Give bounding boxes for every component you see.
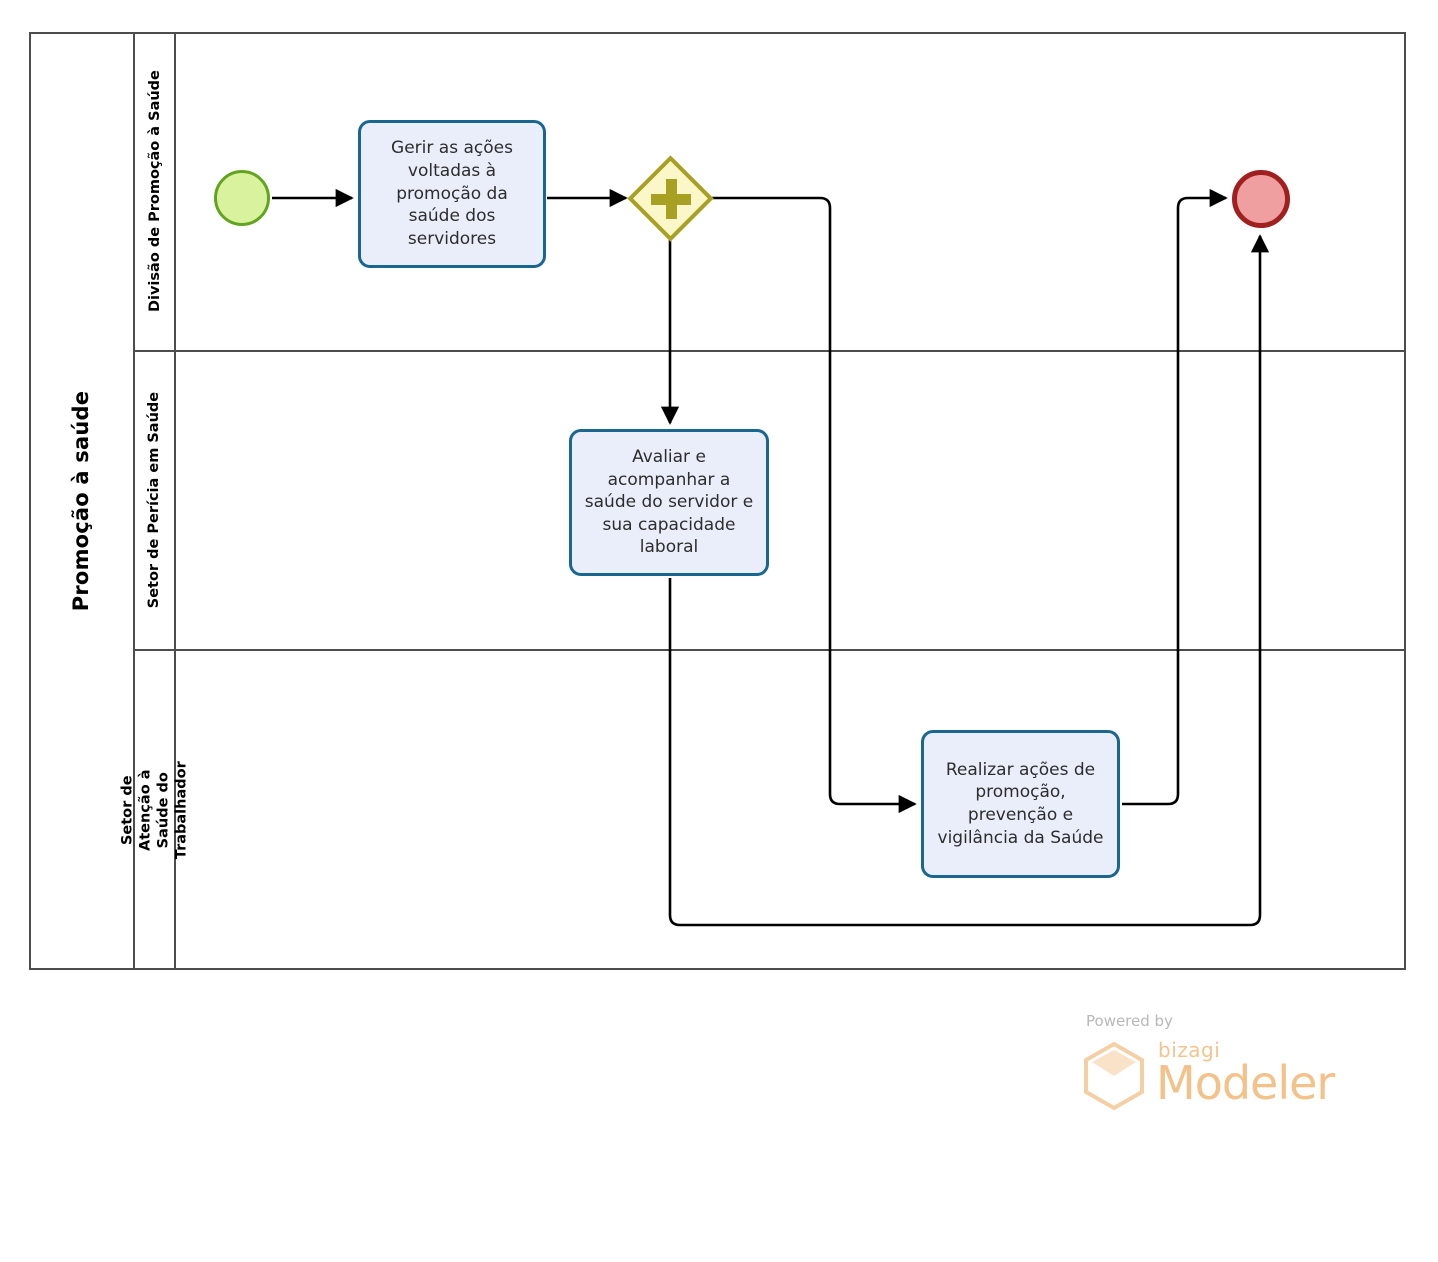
gateway-plus-vertical bbox=[665, 179, 677, 219]
lane-setor-pericia-saude: Setor de Perícia em Saúde bbox=[135, 352, 1406, 651]
lane-header-2: Setor de Perícia em Saúde bbox=[135, 352, 176, 649]
lane-divisao-promocao-saude: Divisão de Promoção à Saúde bbox=[135, 32, 1406, 352]
parallel-gateway-icon[interactable] bbox=[627, 155, 714, 242]
lane-header-1: Divisão de Promoção à Saúde bbox=[135, 32, 176, 350]
bizagi-product-name: Modeler bbox=[1156, 1056, 1335, 1110]
end-event[interactable] bbox=[1232, 170, 1290, 228]
task-realizar-acoes-promocao-prevencao[interactable]: Realizar ações de promoção, prevenção e … bbox=[921, 730, 1120, 878]
task-gerir-acoes-promocao[interactable]: Gerir as ações voltadas à promoção da sa… bbox=[358, 120, 546, 268]
bizagi-branding: Powered by bizagi Modeler bbox=[1078, 1012, 1338, 1112]
task-avaliar-acompanhar-saude[interactable]: Avaliar e acompanhar a saúde do servidor… bbox=[569, 429, 769, 576]
pool-header: Promoção à saúde bbox=[29, 32, 135, 970]
bizagi-hexagon-icon bbox=[1078, 1040, 1150, 1112]
flow-gateway-to-realizar bbox=[711, 196, 917, 814]
lane-setor-atencao-saude-trabalhador: Setor de Atenção à Saúde do Trabalhador bbox=[119, 651, 1406, 970]
powered-by-label: Powered by bbox=[1086, 1012, 1173, 1030]
lane-header-3: Setor de Atenção à Saúde do Trabalhador bbox=[119, 651, 190, 970]
flow-avaliar-to-end bbox=[668, 234, 1270, 927]
bizagi-wordmark: bizagi bbox=[1158, 1038, 1221, 1062]
flow-realizar-to-end bbox=[1122, 188, 1228, 806]
start-event[interactable] bbox=[214, 170, 270, 226]
